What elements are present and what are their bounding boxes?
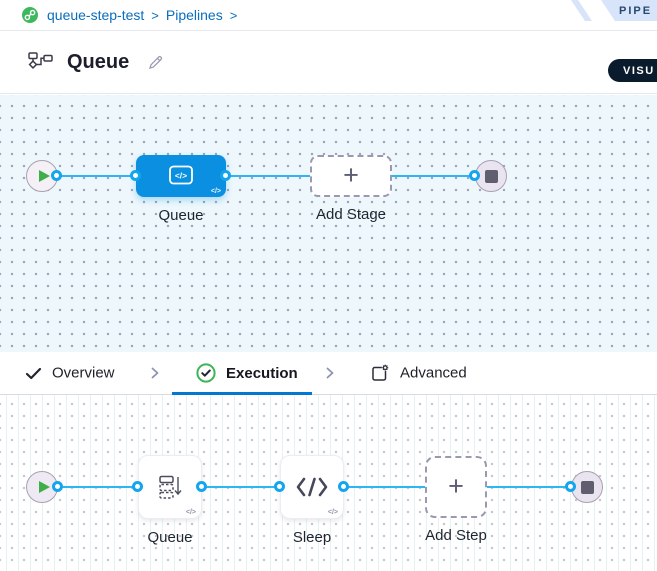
active-tab-underline (172, 392, 312, 395)
tab-execution[interactable]: Execution (196, 363, 298, 383)
edge-addstage-to-end (392, 175, 475, 177)
pipeline-studio-ribbon-label: PIPE (619, 4, 653, 17)
port-end-in[interactable] (469, 170, 480, 181)
edge-sleep-to-addstep (344, 486, 425, 488)
pipeline-title-bar: Queue VISU (0, 32, 657, 94)
port-sleep-in[interactable] (274, 481, 285, 492)
breadcrumb-pipelines-link[interactable]: Pipelines (165, 7, 223, 23)
port-queue-in[interactable] (132, 481, 143, 492)
page-title: Queue (67, 51, 130, 73)
edge-addstep-to-end (487, 486, 571, 488)
stop-icon (484, 169, 498, 183)
stage-config-tabbar: Overview Execution (0, 352, 657, 395)
code-step-icon (295, 476, 329, 498)
ci-stage-icon: </> (165, 163, 197, 189)
tab-overview[interactable]: Overview (25, 365, 115, 382)
queue-step-icon (156, 473, 184, 501)
tab-execution-label: Execution (226, 364, 298, 382)
code-badge-icon: </> (185, 509, 196, 516)
edge-stage-to-addstage (226, 175, 310, 177)
step-queue-label: Queue (147, 529, 193, 546)
edge-start-to-stage (57, 175, 136, 177)
edit-pencil-icon[interactable] (147, 54, 164, 71)
pipeline-graph-icon (28, 52, 53, 73)
stage-label: Queue (158, 207, 204, 224)
visual-yaml-toggle[interactable]: VISU (608, 59, 657, 82)
step-sleep-label: Sleep (292, 529, 332, 546)
port-sleep-out[interactable] (338, 481, 349, 492)
code-badge-icon: </> (210, 188, 221, 195)
stage-graph-canvas[interactable]: </> </> Queue + Add Stage (0, 95, 657, 352)
harness-module-icon[interactable] (22, 7, 38, 23)
success-check-circle-icon (196, 363, 216, 383)
port-start-out[interactable] (51, 170, 62, 181)
add-step-label: Add Step (425, 527, 487, 544)
plus-icon: + (343, 159, 359, 190)
pipeline-end-node (475, 160, 507, 192)
port-start-out[interactable] (52, 481, 63, 492)
step-node-queue[interactable]: </> (138, 455, 202, 519)
breadcrumb: queue-step-test > Pipelines > (47, 7, 237, 23)
add-stage-button[interactable]: + (310, 155, 392, 197)
port-queue-out[interactable] (196, 481, 207, 492)
port-end-in[interactable] (565, 481, 576, 492)
breadcrumb-separator: > (151, 7, 159, 23)
execution-end-node (571, 471, 603, 503)
pipeline-studio-ribbon-stripe (571, 0, 592, 21)
svg-text:</>: </> (175, 171, 187, 181)
visual-toggle-label: VISU (623, 64, 655, 77)
breadcrumb-project-link[interactable]: queue-step-test (47, 7, 145, 23)
edge-start-to-queue (58, 486, 138, 488)
add-stage-label: Add Stage (315, 206, 387, 223)
breadcrumb-separator: > (229, 7, 238, 23)
tab-advanced-label: Advanced (400, 364, 467, 382)
port-stage-out[interactable] (220, 170, 231, 181)
pipeline-studio-ribbon: PIPE (601, 0, 657, 21)
add-step-button[interactable]: + (425, 456, 487, 518)
edge-queue-to-sleep (202, 486, 280, 488)
port-stage-in[interactable] (130, 170, 141, 181)
code-badge-icon: </> (327, 509, 338, 516)
chevron-right-icon (324, 366, 336, 380)
breadcrumb-bar: queue-step-test > Pipelines > PIPE (0, 0, 657, 31)
stage-node-queue[interactable]: </> </> (136, 155, 226, 197)
execution-graph-canvas[interactable]: </> Queue </> Sleep + Add Step (0, 395, 657, 571)
tab-overview-label: Overview (52, 364, 115, 382)
check-icon (25, 366, 42, 380)
play-icon (38, 481, 50, 493)
play-icon (38, 170, 50, 182)
chevron-right-icon (149, 366, 161, 380)
plus-icon: + (448, 470, 464, 501)
pipeline-start-node (26, 160, 58, 192)
step-node-sleep[interactable]: </> (280, 455, 344, 519)
stop-icon (580, 480, 594, 494)
tab-advanced[interactable]: Advanced (371, 364, 467, 383)
advanced-settings-icon (371, 364, 390, 383)
